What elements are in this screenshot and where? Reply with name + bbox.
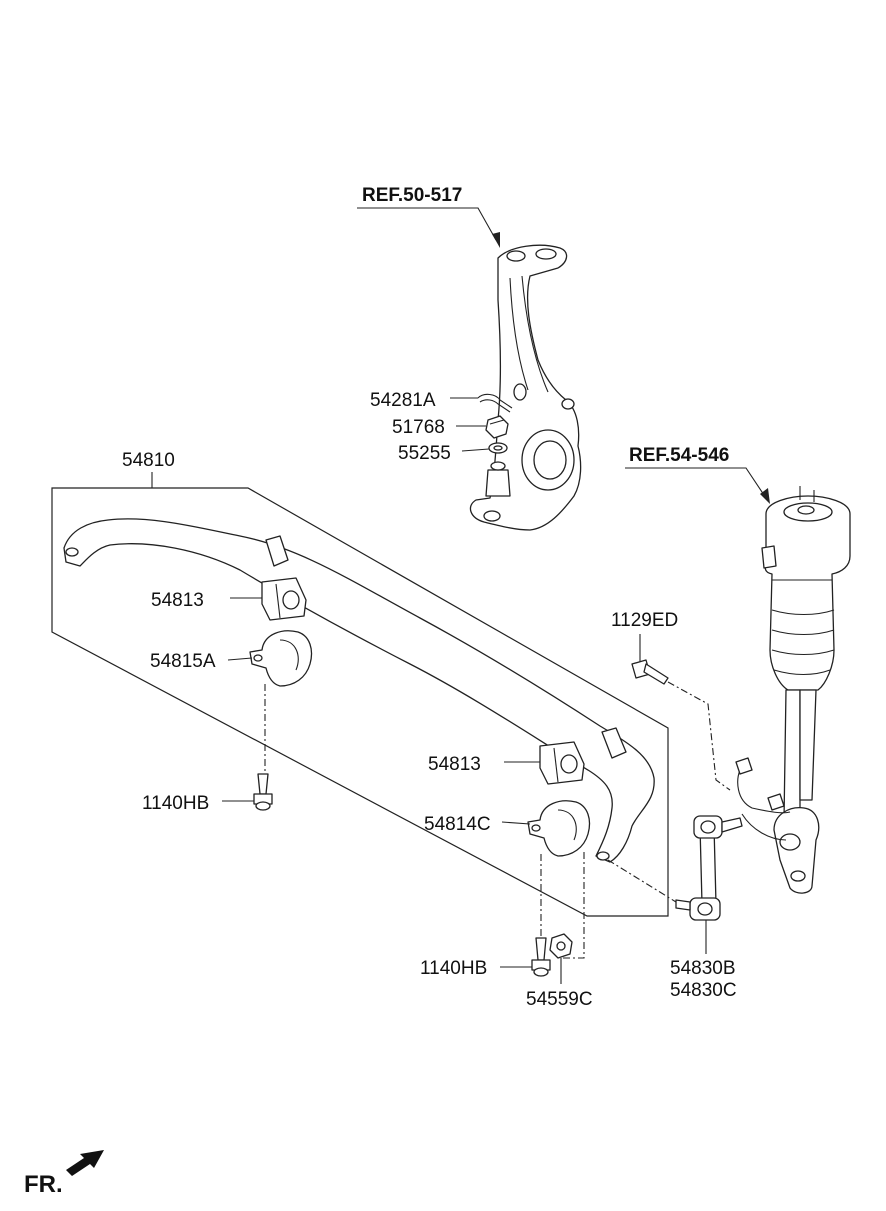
ref-strut-arrow [760, 488, 770, 504]
label-castle-nut: 51768 [392, 417, 445, 438]
label-bracket-left: 54815A [150, 651, 216, 672]
sensor-wire [737, 769, 791, 841]
label-washer: 55255 [398, 443, 451, 464]
ref-knuckle-leader [357, 207, 497, 241]
label-cotter-pin: 54281A [370, 390, 436, 411]
bushing-right [539, 741, 585, 785]
direction-arrow-icon [66, 1150, 104, 1176]
steering-knuckle [469, 244, 582, 531]
ref-knuckle-label: REF.50-517 [362, 185, 462, 206]
sensor-connector [735, 757, 753, 775]
cotter-pin [477, 393, 513, 413]
label-bracket-right: 54814C [424, 814, 491, 835]
bushing-left [261, 577, 307, 621]
bracket-left [249, 630, 313, 687]
dashed-guide-link [607, 859, 677, 903]
bolt-right [531, 937, 551, 977]
assembly-box [51, 487, 669, 917]
label-link-bolt: 1129ED [611, 610, 678, 631]
ref-strut-leader [625, 467, 767, 499]
ref-strut-label: REF.54-546 [629, 445, 729, 466]
leader-bracket-left [227, 657, 253, 661]
label-link-c: 54830C [670, 980, 737, 1001]
air-strut [761, 486, 851, 894]
dashed-guide-nut [562, 852, 585, 959]
label-bushing-left: 54813 [151, 590, 204, 611]
nut [549, 933, 573, 959]
link-bolt [631, 659, 669, 685]
ref-knuckle-arrow [492, 232, 500, 248]
stabilizer-link [675, 815, 743, 921]
label-stabilizer-bar: 54810 [122, 450, 175, 471]
leader-bracket-right [501, 821, 531, 825]
leader-washer [461, 448, 490, 452]
label-nut: 54559C [526, 989, 593, 1010]
washer [488, 442, 508, 454]
direction-label: FR. [24, 1171, 63, 1198]
label-bolt-left: 1140HB [142, 793, 209, 814]
label-link-b: 54830B [670, 958, 736, 979]
dashed-guide-link-bolt [667, 681, 731, 791]
bracket-right [527, 800, 591, 857]
bolt-left [253, 773, 273, 811]
sensor-clip [767, 793, 785, 811]
label-bushing-right: 54813 [428, 754, 481, 775]
castle-nut [485, 415, 509, 439]
stabilizer-bar [63, 518, 655, 863]
label-bolt-right: 1140HB [420, 958, 487, 979]
